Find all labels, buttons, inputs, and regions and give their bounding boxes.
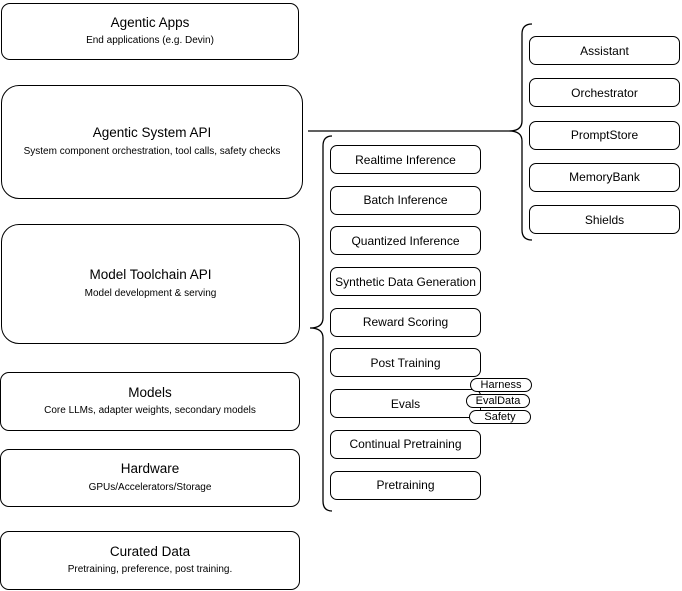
node-hardware: Hardware GPUs/Accelerators/Storage xyxy=(0,449,300,507)
node-models: Models Core LLMs, adapter weights, secon… xyxy=(0,372,300,431)
node-subtitle: System component orchestration, tool cal… xyxy=(23,145,281,157)
eval-tag-evaldata: EvalData xyxy=(466,394,530,408)
eval-tag-safety: Safety xyxy=(469,410,531,424)
node-title: Agentic Apps xyxy=(110,14,190,30)
system-component-promptstore: PromptStore xyxy=(529,120,680,150)
toolchain-item-synthetic-data-generation: Synthetic Data Generation xyxy=(330,267,481,297)
node-curated-data: Curated Data Pretraining, preference, po… xyxy=(0,531,300,590)
node-title: Curated Data xyxy=(109,543,191,559)
toolchain-item-continual-pretraining: Continual Pretraining xyxy=(330,429,481,459)
node-subtitle: Pretraining, preference, post training. xyxy=(67,564,233,576)
node-title: Agentic System API xyxy=(92,125,212,141)
toolchain-item-quantized-inference: Quantized Inference xyxy=(330,226,481,256)
system-component-assistant: Assistant xyxy=(529,36,680,65)
toolchain-item-batch-inference: Batch Inference xyxy=(330,185,481,215)
system-components-column: Assistant Orchestrator PromptStore Memor… xyxy=(529,36,680,235)
node-subtitle: Model development & serving xyxy=(84,287,217,299)
node-title: Hardware xyxy=(120,461,180,477)
node-agentic-apps: Agentic Apps End applications (e.g. Devi… xyxy=(1,3,299,60)
toolchain-item-realtime-inference: Realtime Inference xyxy=(330,145,481,174)
node-subtitle: End applications (e.g. Devin) xyxy=(86,35,214,47)
node-title: Models xyxy=(128,384,172,400)
toolchain-item-reward-scoring: Reward Scoring xyxy=(330,307,481,337)
node-agentic-system-api: Agentic System API System component orch… xyxy=(1,85,303,199)
node-subtitle: GPUs/Accelerators/Storage xyxy=(88,481,212,493)
toolchain-item-pretraining: Pretraining xyxy=(330,470,481,500)
system-component-shields: Shields xyxy=(529,205,680,235)
toolchain-brace xyxy=(309,135,333,512)
node-subtitle: Core LLMs, adapter weights, secondary mo… xyxy=(44,405,256,417)
system-component-memorybank: MemoryBank xyxy=(529,162,680,192)
toolchain-item-post-training: Post Training xyxy=(330,348,481,378)
toolchain-item-evals: Evals xyxy=(330,389,481,419)
node-title: Model Toolchain API xyxy=(89,267,212,283)
toolchain-items-column: Realtime Inference Batch Inference Quant… xyxy=(330,145,481,500)
system-component-orchestrator: Orchestrator xyxy=(529,78,680,108)
node-model-toolchain-api: Model Toolchain API Model development & … xyxy=(1,224,300,344)
eval-tag-harness: Harness xyxy=(470,378,532,392)
